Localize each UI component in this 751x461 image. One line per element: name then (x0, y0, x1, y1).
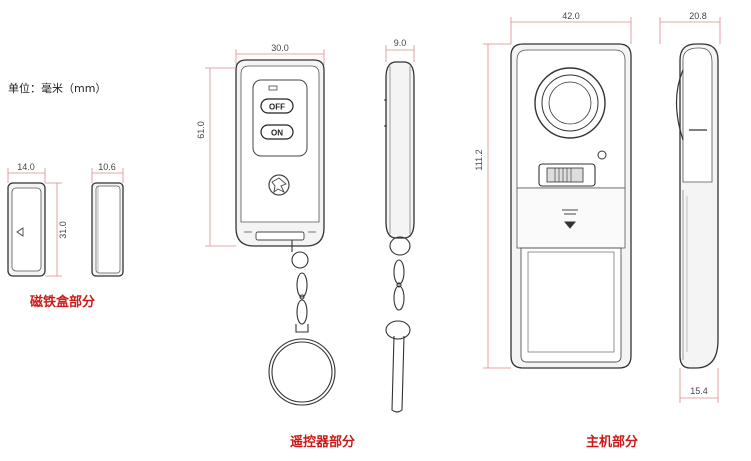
magnet-height-label: 31.0 (58, 221, 68, 239)
magnet-caption: 磁铁盒部分 (30, 295, 96, 310)
remote-logo-icon (268, 174, 290, 196)
magnet-side-view (91, 182, 124, 277)
remote-front-view (235, 59, 325, 247)
remote-height-label: 61.0 (196, 121, 206, 139)
main-width-label: 42.0 (562, 11, 580, 21)
main-unit-arrow-icon (562, 209, 578, 229)
main-height-dimension-line (483, 43, 511, 369)
main-depth-bottom-dimension-line (679, 368, 719, 403)
remote-depth-label: 9.0 (394, 38, 407, 48)
magnet-depth-dimension-line (91, 168, 124, 183)
remote-off-button: OFF (260, 98, 294, 114)
main-height-label: 111.2 (474, 149, 484, 170)
main-depth-bottom-label: 15.4 (690, 386, 708, 396)
remote-side-keyring (385, 236, 411, 413)
magnet-depth-label: 10.6 (98, 162, 116, 172)
main-depth-top-label: 20.8 (689, 11, 707, 21)
main-width-dimension-line (510, 17, 632, 44)
magnet-width-dimension-line (7, 168, 46, 183)
main-unit-caption: 主机部分 (586, 435, 639, 450)
main-unit-side-view (675, 43, 719, 369)
remote-off-label: OFF (269, 103, 285, 112)
magnet-width-label: 14.0 (17, 162, 35, 172)
unit-label: 单位：毫米（mm） (8, 82, 107, 95)
remote-width-label: 30.0 (271, 43, 289, 53)
remote-keyring (268, 240, 336, 406)
remote-caption: 遥控器部分 (290, 435, 356, 450)
remote-height-dimension-line (205, 67, 236, 247)
main-unit-led-icon (597, 150, 607, 160)
remote-side-view (384, 61, 415, 239)
remote-depth-dimension-line (385, 45, 415, 62)
remote-on-button: ON (260, 124, 294, 140)
main-unit-front-view (510, 43, 632, 369)
remote-on-label: ON (271, 129, 283, 138)
magnet-height-dimension-line (45, 182, 62, 277)
main-depth-top-dimension-line (659, 17, 721, 44)
main-unit-switch (538, 163, 596, 187)
magnet-front-view (7, 182, 46, 277)
main-unit-pir-sensor (534, 67, 606, 139)
remote-width-dimension-line (235, 49, 325, 65)
